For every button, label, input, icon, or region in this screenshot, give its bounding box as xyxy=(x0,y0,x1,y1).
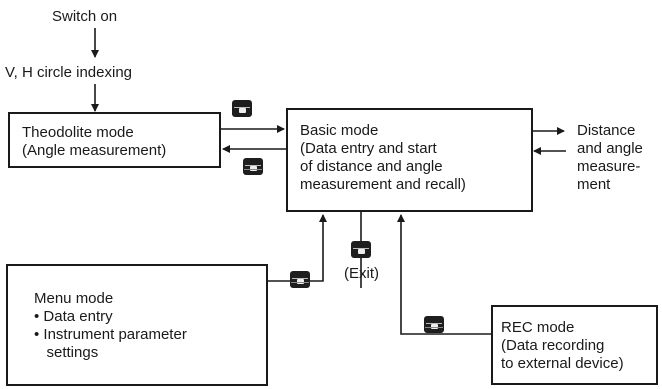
basic-line-4: measurement and recall) xyxy=(300,176,466,193)
rec-title: REC mode xyxy=(501,319,575,336)
switch-on-label: Switch on xyxy=(52,8,118,25)
rec-mode-box: REC mode (Data recording to external dev… xyxy=(491,305,658,385)
theodolite-subtitle: (Angle measurement) xyxy=(22,142,167,159)
menu-mode-box: Menu mode • Data entry • Instrument para… xyxy=(6,264,268,386)
menu-item-data-entry: • Data entry xyxy=(34,308,113,325)
menu-item-instrument: • Instrument parameter xyxy=(34,326,187,343)
distance-line-3: measure- xyxy=(577,158,641,175)
indexing-label: V, H circle indexing xyxy=(5,64,133,81)
basic-line-1: Basic mode xyxy=(300,122,379,139)
rec-line-3: to external device) xyxy=(501,355,624,372)
basic-mode-box: Basic mode (Data entry and start of dist… xyxy=(286,108,533,212)
basic-line-3: of distance and angle xyxy=(300,158,443,175)
theodolite-title: Theodolite mode xyxy=(22,124,134,141)
basic-line-2: (Data entry and start xyxy=(300,140,437,157)
key-rec-icon xyxy=(424,316,444,333)
arrow-menu-to-basic xyxy=(268,214,327,282)
menu-item-settings: settings xyxy=(34,344,99,361)
theodolite-mode-box: Theodolite mode (Angle measurement) xyxy=(8,112,221,168)
key-exit-icon xyxy=(351,241,371,258)
key-to-basic-icon xyxy=(232,100,252,117)
menu-title: Menu mode xyxy=(34,290,114,307)
distance-line-4: ment xyxy=(577,176,611,193)
key-to-theodolite-icon xyxy=(243,158,263,175)
distance-line-1: Distance xyxy=(577,122,636,139)
arrow-rec-to-basic xyxy=(397,214,496,335)
rec-line-2: (Data recording xyxy=(501,337,605,354)
exit-label: (Exit) xyxy=(344,265,379,282)
distance-line-2: and angle xyxy=(577,140,643,157)
key-menu-icon xyxy=(290,271,310,288)
